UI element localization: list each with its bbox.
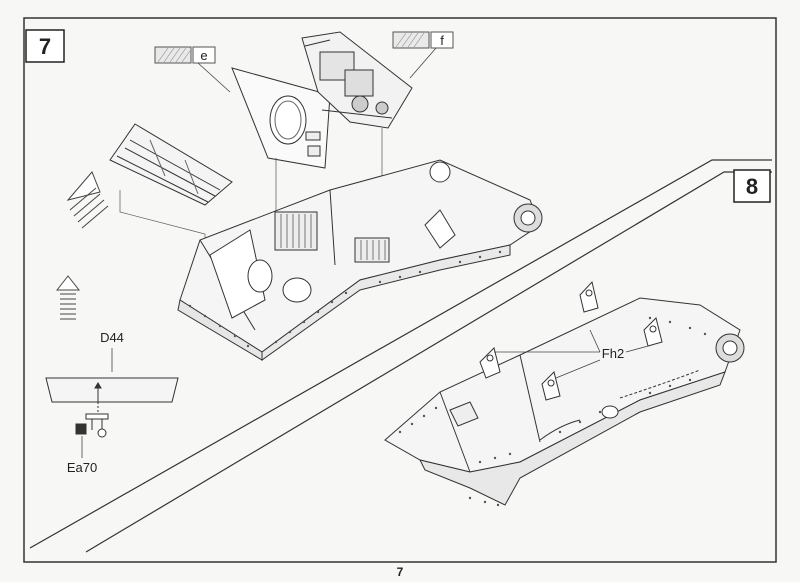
armor-plate-e [231,67,331,169]
part-e-box [192,46,216,64]
step-7: 7 e f [25,29,543,475]
page-number: 7 [397,565,404,579]
direction-arrow-diagonal [66,171,109,229]
step-8-number: 8 [746,174,758,199]
step-8-number-box [733,169,771,203]
part-f-box [430,31,454,49]
direction-arrow-up [55,275,81,320]
part-e-label: e [200,48,207,63]
part-fh2-label: Fh2 [602,346,624,361]
engine-deck-grille [109,123,233,206]
part-ea70-detail [75,402,109,438]
hull-assembly-step7 [177,159,543,361]
fh2-brackets [479,280,663,401]
part-e-hatch-tag [154,46,192,64]
part-f-hatch-tag [392,31,430,49]
step-7-number-box [25,29,65,63]
part-ea70-label: Ea70 [67,460,97,475]
step-8: 8 [384,169,771,507]
part-d44-label: D44 [100,330,124,345]
part-d44-detail [45,377,179,403]
step-7-number: 7 [39,34,51,59]
fh2-leader-lines [494,329,653,379]
page-frame [23,17,777,563]
hull-assembly-step8 [384,297,745,507]
part-f-label: f [440,33,444,48]
interior-plate-f [301,31,413,129]
